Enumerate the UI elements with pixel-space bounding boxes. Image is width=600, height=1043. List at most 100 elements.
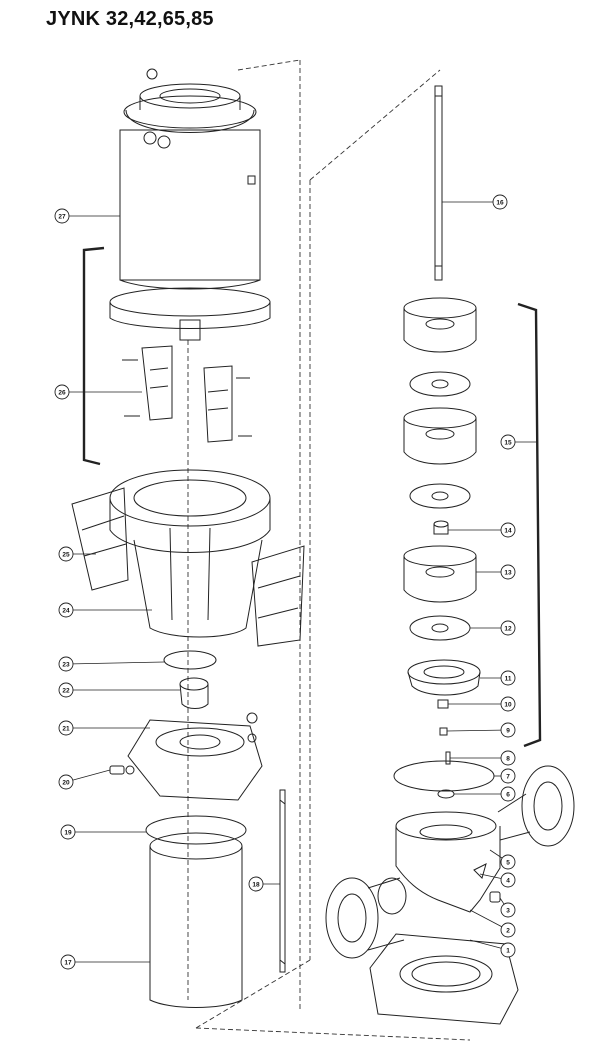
leader-line [469,909,502,928]
part-labels: 1234567891011121314151617181920212223242… [54,194,538,970]
part-callout-13: 13 [476,564,516,580]
leader-line [469,939,502,949]
leader-line [499,897,505,905]
drain-plug [489,891,501,903]
o-ring-large [145,815,247,845]
part-number-label: 15 [504,439,512,446]
part-callout-4: 4 [479,872,516,888]
part-callout-14: 14 [448,522,516,538]
part-callout-8: 8 [450,750,516,766]
shaft-sleeve [433,520,449,535]
part-number-label: 19 [64,829,72,836]
bolt [445,751,451,765]
callout-circle [500,854,516,870]
callout-circle [500,942,516,958]
bearing [437,699,449,709]
impeller-2 [409,483,471,509]
part-callout-2: 2 [469,909,516,938]
part-callout-7: 7 [494,768,516,784]
outer-sleeve [149,832,243,1008]
guard-plates [71,487,305,647]
part-number-label: 25 [62,551,70,558]
callout-circle [60,954,76,970]
part-callout-19: 19 [60,824,146,840]
part-number-label: 20 [62,779,70,786]
motor [109,68,271,341]
part-number-label: 22 [62,687,70,694]
part-callout-16: 16 [442,194,508,210]
chamber [403,545,477,603]
assembly-guide-lines [187,59,471,1041]
part-number-label: 11 [505,675,512,682]
part-number-label: 23 [62,661,70,668]
part-callout-23: 23 [58,656,165,672]
callout-circle [54,208,70,224]
callout-circle [500,522,516,538]
part-callout-20: 20 [58,769,111,790]
gasket [163,650,217,670]
callout-circle [58,602,74,618]
callout-circle [500,564,516,580]
callout-circle [248,876,264,892]
part-number-label: 6 [506,791,510,798]
inlet-flange [325,877,407,959]
seal-housing [127,712,263,801]
callout-circle [500,620,516,636]
part-callout-25: 25 [58,546,96,562]
part-number-label: 12 [504,625,512,632]
plug [109,765,135,775]
part-number-label: 17 [64,959,72,966]
part-number-label: 26 [58,389,66,396]
part-callout-24: 24 [58,602,152,618]
part-number-label: 5 [506,859,510,866]
part-callout-27: 27 [54,208,120,224]
part-number-label: 1 [506,947,510,954]
callout-circle [58,774,74,790]
impeller-1 [409,371,471,397]
nut [439,727,448,736]
outlet-flange [497,765,575,847]
part-number-label: 4 [506,877,510,884]
part-number-label: 21 [62,725,70,732]
part-callout-3: 3 [499,897,516,918]
leader-line [72,769,111,781]
part-number-label: 2 [506,927,510,934]
part-callout-15: 15 [500,434,538,450]
left-bypass-pipe [82,246,105,466]
leader-line [479,873,502,879]
part-number-label: 24 [62,607,70,614]
callout-circle [500,434,516,450]
callout-circle [60,824,76,840]
o-ring-pump [393,760,495,792]
pump-shaft [434,85,443,281]
impeller-3 [409,615,471,641]
part-number-label: 10 [504,701,512,708]
callout-circle [500,750,516,766]
coupling [122,345,252,443]
leader-line [446,729,502,732]
callout-circle [500,670,516,686]
callout-circle [500,768,516,784]
callout-circle [54,384,70,400]
part-number-label: 16 [496,199,504,206]
callout-circle [58,546,74,562]
part-callout-12: 12 [470,620,516,636]
part-number-label: 7 [506,773,510,780]
leader-line [72,661,165,665]
part-callout-18: 18 [248,876,280,892]
diagram-title: JYNK 32,42,65,85 [46,8,214,30]
part-callout-9: 9 [446,722,516,738]
callout-circle [58,682,74,698]
part-number-label: 14 [504,527,512,534]
tie-bolt [279,789,286,973]
part-number-label: 8 [506,755,510,762]
part-callout-17: 17 [60,954,150,970]
part-callout-22: 22 [58,682,180,698]
callout-circle [500,922,516,938]
callout-circle [500,696,516,712]
callout-circle [500,786,516,802]
bypass-pipe [517,302,542,748]
callout-circle [58,656,74,672]
part-callout-21: 21 [58,720,150,736]
